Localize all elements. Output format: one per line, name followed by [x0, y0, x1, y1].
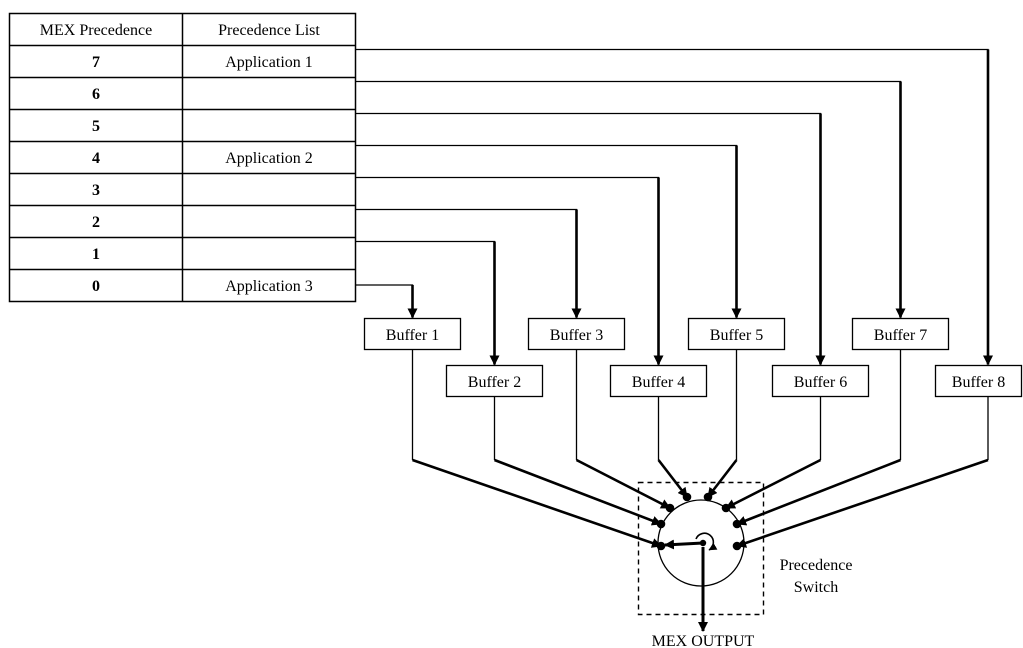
route-line [355, 208, 578, 318]
buffer-group: Buffer 1 Buffer 2 Buffer 3 Buffer 4 Buff… [363, 317, 1023, 398]
buffer-box [609, 364, 708, 398]
buffer-box [934, 364, 1023, 398]
table-row-precedence: 3 [92, 182, 100, 199]
feed-arrow [736, 458, 901, 526]
switch-pivot [699, 539, 707, 547]
table-header-list: Precedence List [218, 22, 320, 39]
buffer-box [687, 317, 786, 351]
table-row-application: Application 1 [225, 54, 313, 71]
table-row-precedence: 4 [92, 150, 100, 167]
route-line [355, 48, 989, 365]
feed-arrow [736, 458, 989, 548]
precedence-table: MEX Precedence Precedence List 7 6 5 4 3… [8, 12, 357, 303]
switch-boundary [637, 481, 765, 616]
precedence-switch: Precedence Switch [637, 481, 853, 616]
buffer-label: Buffer 3 [550, 327, 603, 344]
buffer-label: Buffer 8 [952, 374, 1005, 391]
table-header-precedence: MEX Precedence [40, 22, 152, 39]
buffer-box [445, 364, 544, 398]
feed-arrow [706, 459, 738, 498]
switch-feed-lines [411, 349, 989, 548]
table-row-precedence: 1 [92, 246, 100, 263]
buffer-label: Buffer 6 [794, 374, 847, 391]
buffer-label: Buffer 2 [468, 374, 521, 391]
buffer-box [527, 317, 626, 351]
table-row-precedence: 7 [92, 54, 100, 71]
table-row-precedence: 2 [92, 214, 100, 231]
buffer-label: Buffer 4 [632, 374, 685, 391]
buffer-box [771, 364, 870, 398]
routing-lines [355, 48, 993, 366]
output-label: MEX OUTPUT [652, 633, 755, 648]
table-row-precedence: 0 [92, 278, 100, 295]
buffer-label: Buffer 1 [386, 327, 439, 344]
buffer-box [851, 317, 950, 351]
table-row-precedence: 5 [92, 118, 100, 135]
buffer-label: Buffer 5 [710, 327, 763, 344]
switch-label-line2: Switch [794, 579, 838, 596]
feed-arrow [412, 458, 662, 548]
route-line [355, 284, 414, 318]
rotation-arrow-icon [695, 532, 718, 551]
switch-pointer [664, 539, 704, 550]
feed-arrow [494, 458, 662, 526]
switch-label-line1: Precedence [780, 557, 853, 574]
table-row-application: Application 2 [225, 150, 313, 167]
feed-arrow [657, 459, 689, 498]
table-row-precedence: 6 [92, 86, 100, 103]
buffer-box [363, 317, 462, 351]
table-row-application: Application 3 [225, 278, 313, 295]
buffer-label: Buffer 7 [874, 327, 927, 344]
feed-arrow [575, 458, 671, 510]
feed-arrow [725, 458, 822, 510]
route-line [355, 80, 902, 318]
